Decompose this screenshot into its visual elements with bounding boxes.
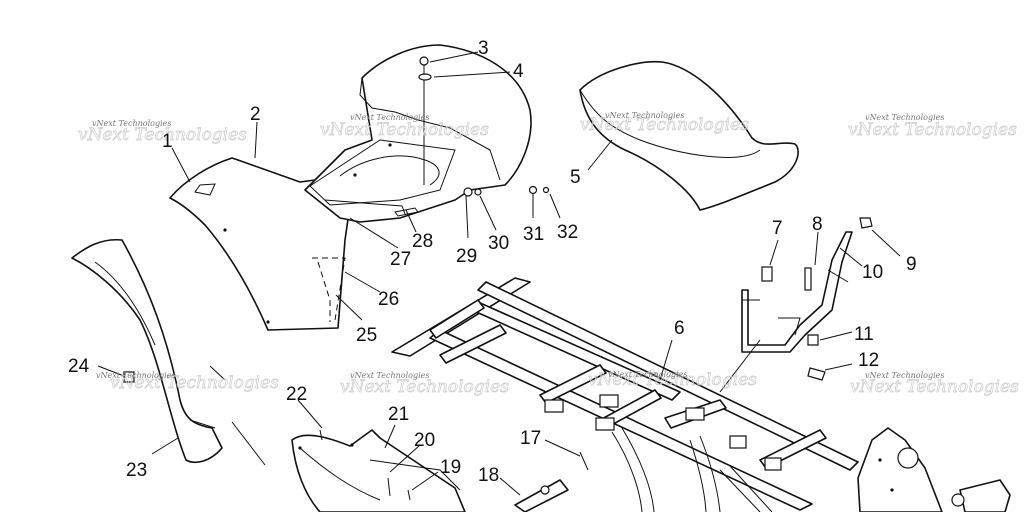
seat bbox=[579, 60, 799, 211]
callout-19: 19 bbox=[440, 457, 461, 478]
leader-lines bbox=[97, 51, 901, 496]
callout-27: 27 bbox=[390, 249, 411, 270]
watermark-big: vNext Technologies bbox=[320, 120, 489, 140]
watermark: vNext Technologies bbox=[865, 371, 944, 380]
watermark-big: vNext Technologies bbox=[848, 120, 1017, 140]
callout-3: 3 bbox=[478, 38, 489, 59]
callout-2: 2 bbox=[250, 104, 261, 125]
watermark: vNext Technologies bbox=[96, 371, 175, 380]
watermark: vNext Technologies bbox=[350, 371, 429, 380]
callout-26: 26 bbox=[378, 289, 399, 310]
callout-23: 23 bbox=[126, 460, 147, 481]
watermarks: vNext Technologies vNext Technologies vN… bbox=[78, 111, 1020, 397]
watermark: vNext Technologies bbox=[865, 113, 944, 122]
hardware bbox=[123, 56, 589, 512]
callout-12: 12 bbox=[858, 350, 879, 371]
rear-storage-box bbox=[304, 44, 532, 223]
callout-24: 24 bbox=[68, 356, 90, 377]
watermark: vNext Technologies bbox=[92, 119, 171, 128]
callout-22: 22 bbox=[286, 384, 307, 405]
front-fender bbox=[71, 238, 266, 466]
watermark-big: vNext Technologies bbox=[580, 115, 749, 135]
watermark-big: vNext Technologies bbox=[110, 373, 279, 393]
callout-17: 17 bbox=[520, 428, 541, 449]
callout-9: 9 bbox=[906, 254, 917, 275]
callout-32: 32 bbox=[557, 222, 578, 243]
callout-labels: 1 2 3 4 5 6 7 8 9 10 11 12 17 18 19 20 2… bbox=[68, 38, 917, 486]
watermark-big: vNext Technologies bbox=[340, 377, 509, 397]
callout-30: 30 bbox=[488, 233, 509, 254]
watermark-big: vNext Technologies bbox=[588, 370, 757, 390]
footwell-panel bbox=[291, 429, 466, 512]
rear-fender bbox=[169, 157, 351, 331]
callout-5: 5 bbox=[570, 167, 581, 188]
callout-7: 7 bbox=[772, 218, 783, 239]
watermark: vNext Technologies bbox=[350, 113, 429, 122]
callout-29: 29 bbox=[456, 246, 477, 267]
callout-25: 25 bbox=[356, 325, 377, 346]
main-frame bbox=[391, 277, 1011, 512]
callout-31: 31 bbox=[523, 224, 544, 245]
callout-20: 20 bbox=[414, 430, 435, 451]
callout-1: 1 bbox=[162, 131, 173, 152]
callout-8: 8 bbox=[812, 214, 823, 235]
seat-latch-bracket bbox=[741, 217, 873, 381]
watermark-big: vNext Technologies bbox=[850, 377, 1019, 397]
callout-28: 28 bbox=[412, 231, 433, 252]
watermark: vNext Technologies bbox=[608, 370, 687, 379]
callout-18: 18 bbox=[478, 465, 499, 486]
callout-10: 10 bbox=[862, 262, 883, 283]
callout-4: 4 bbox=[513, 61, 524, 82]
callout-21: 21 bbox=[388, 404, 409, 425]
callout-6: 6 bbox=[674, 318, 685, 339]
watermark-big: vNext Technologies bbox=[78, 125, 247, 145]
watermark: vNext Technologies bbox=[605, 111, 684, 120]
callout-11: 11 bbox=[854, 324, 874, 345]
